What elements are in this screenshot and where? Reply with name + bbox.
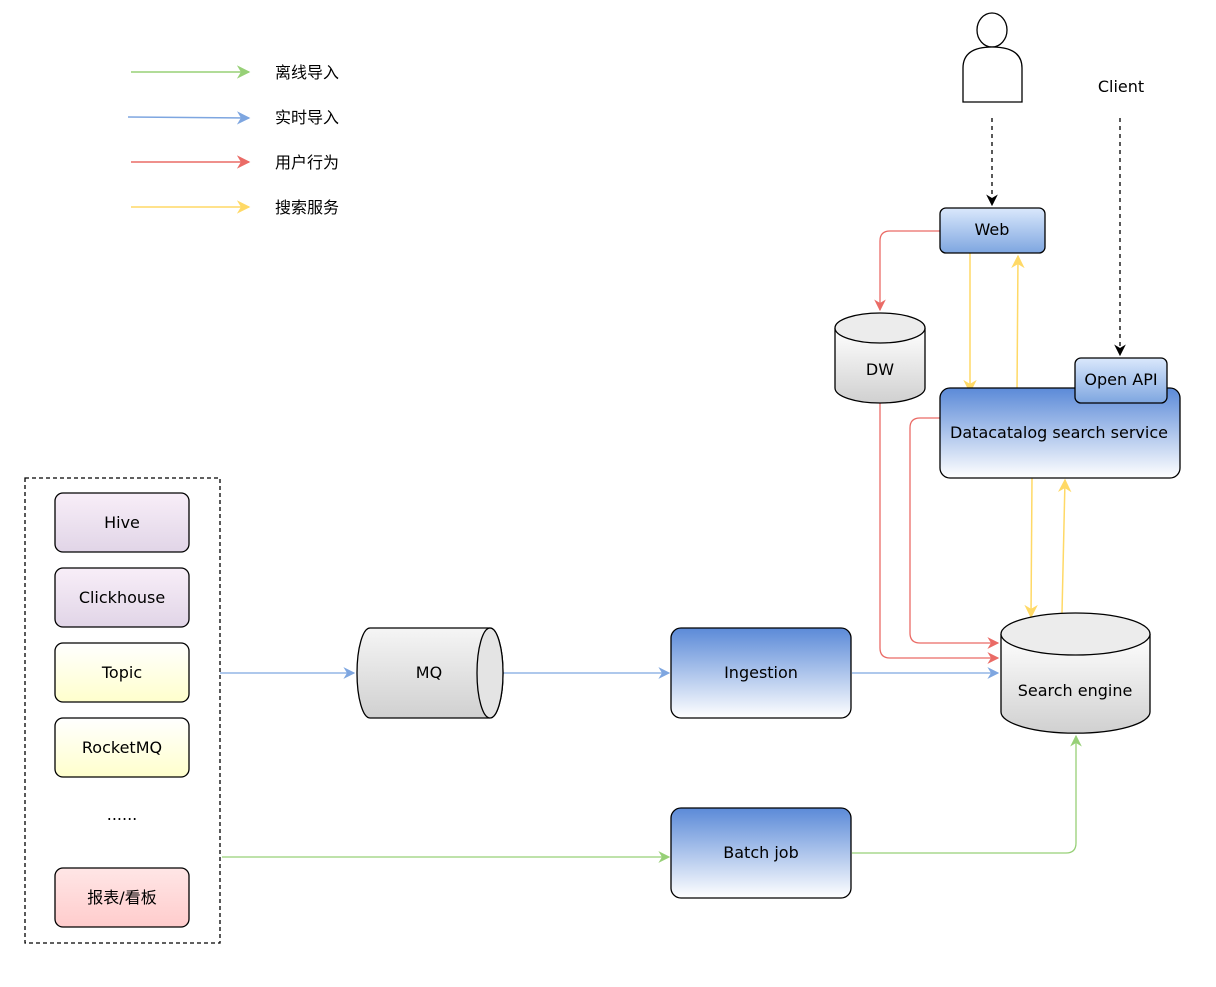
edge-datacatalog-web — [1011, 254, 1025, 393]
edge-search-datacatalog — [1057, 478, 1072, 614]
dw-database[interactable]: DW — [834, 312, 926, 404]
edge-dw-search — [879, 402, 1000, 664]
legend-item-offline: 离线导入 — [131, 63, 339, 82]
person-icon — [962, 12, 1023, 103]
legend-item-search: 搜索服务 — [131, 198, 339, 217]
sources-group — [24, 477, 221, 944]
source-clickhouse-label: Clickhouse — [79, 588, 165, 607]
dw-label: DW — [866, 360, 894, 379]
client-label: Client — [1098, 77, 1144, 96]
source-rocketmq-label: RocketMQ — [82, 738, 162, 757]
legend-item-user: 用户行为 — [131, 153, 339, 172]
edge-datacatalog-search-red — [909, 417, 1000, 649]
open-api-node[interactable]: Open API — [1074, 357, 1168, 404]
source-topic-label: Topic — [101, 663, 142, 682]
search-engine-database[interactable]: Search engine — [1000, 612, 1151, 734]
legend-label-offline: 离线导入 — [275, 63, 339, 82]
legend-label-user: 用户行为 — [275, 153, 339, 172]
edge-web-dw — [874, 230, 940, 312]
web-node[interactable]: Web — [939, 207, 1046, 254]
datacatalog-node[interactable]: Datacatalog search service — [939, 387, 1181, 479]
source-clickhouse[interactable]: Clickhouse — [54, 567, 190, 628]
batch-job-label: Batch job — [723, 843, 798, 862]
legend-item-realtime: 实时导入 — [127, 108, 339, 127]
source-topic[interactable]: Topic — [54, 642, 190, 703]
datacatalog-label: Datacatalog search service — [950, 423, 1168, 442]
legend-label-realtime: 实时导入 — [275, 108, 339, 127]
search-engine-label: Search engine — [1018, 681, 1133, 700]
source-report[interactable]: 报表/看板 — [54, 867, 190, 928]
legend-label-search: 搜索服务 — [275, 198, 339, 217]
batch-job-node[interactable]: Batch job — [670, 807, 852, 899]
source-rocketmq[interactable]: RocketMQ — [54, 717, 190, 778]
source-hive[interactable]: Hive — [54, 492, 190, 553]
legend: 离线导入 实时导入 用户行为 搜索服务 — [127, 63, 339, 217]
source-hive-label: Hive — [104, 513, 140, 532]
mq-queue[interactable]: MQ — [356, 627, 504, 719]
ingestion-label: Ingestion — [724, 663, 798, 682]
mq-label: MQ — [416, 663, 442, 682]
source-ellipsis: ...... — [107, 805, 138, 824]
edge-datacatalog-search — [1024, 477, 1038, 619]
edge-batch-search — [852, 734, 1082, 854]
connectors — [220, 118, 1126, 863]
ingestion-node[interactable]: Ingestion — [670, 627, 852, 719]
open-api-label: Open API — [1084, 370, 1157, 389]
source-report-label: 报表/看板 — [87, 888, 156, 907]
web-label: Web — [975, 220, 1010, 239]
legend-arrow-realtime — [127, 111, 251, 125]
